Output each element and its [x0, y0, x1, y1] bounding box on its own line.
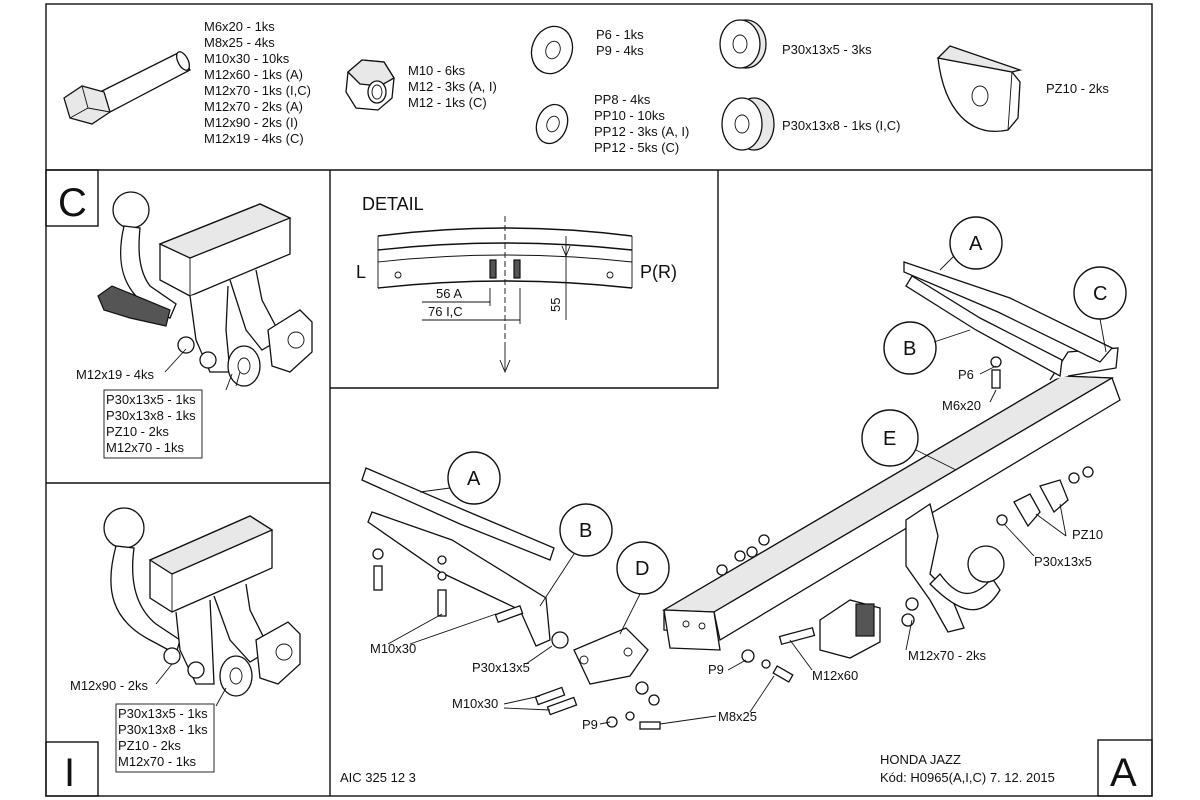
detail-profile-drawing	[377, 216, 633, 374]
spacer-thin-icon	[719, 19, 767, 69]
view-c-leader	[164, 348, 187, 373]
view-c-item: P30x13x5 - 1ks	[106, 392, 196, 407]
detail-dim-b: 76 I,C	[428, 304, 463, 319]
main-assembly-drawing	[361, 261, 1121, 730]
svg-text:M8x25 - 4ks: M8x25 - 4ks	[204, 35, 275, 50]
spacer-thick-icon	[721, 97, 775, 151]
view-i-item: P30x13x8 - 1ks	[118, 722, 208, 737]
detail-right-label: P(R)	[640, 262, 677, 282]
washer-icon	[530, 25, 574, 75]
label-m8x25: M8x25	[718, 709, 757, 724]
callout-b-right: B	[883, 321, 971, 375]
detail-title: DETAIL	[362, 194, 424, 214]
callout-c-right: C	[1073, 266, 1127, 353]
label-m12x70: M12x70 - 2ks	[908, 648, 987, 663]
svg-text:M12 - 1ks (C): M12 - 1ks (C)	[408, 95, 487, 110]
label-m12x60: M12x60	[812, 668, 858, 683]
view-i-leader	[155, 663, 173, 685]
nut-icon	[345, 59, 395, 111]
view-c-parts-box	[103, 389, 203, 459]
detail-frame	[330, 170, 719, 389]
view-c-towbar-drawing	[97, 191, 313, 391]
washer-p-list: P6 - 1ks P9 - 4ks	[596, 27, 644, 58]
svg-text:M12x70 - 1ks (I,C): M12x70 - 1ks (I,C)	[204, 83, 311, 98]
label-p30x13x5-left: P30x13x5	[472, 660, 530, 675]
detail-dim-a: 56 A	[436, 286, 462, 301]
svg-text:M12x60 - 1ks (A): M12x60 - 1ks (A)	[204, 67, 303, 82]
drawing-code-left: AIC 325 12 3	[340, 770, 416, 785]
svg-text:M12x90 - 2ks (I): M12x90 - 2ks (I)	[204, 115, 298, 130]
callout-a-right: A	[939, 216, 1003, 271]
bolt-list: M6x20 - 1ks M8x25 - 4ks M10x30 - 10ks M1…	[204, 19, 311, 146]
view-i-item: M12x70 - 1ks	[118, 754, 197, 769]
callout-d: D	[616, 541, 670, 635]
vehicle-model: HONDA JAZZ	[880, 752, 961, 767]
svg-text:B: B	[903, 338, 916, 360]
view-c-item: M12x70 - 1ks	[106, 440, 185, 455]
label-m10x30-top: M10x30	[370, 641, 416, 656]
view-i-letter: I	[64, 751, 75, 795]
svg-text:B: B	[579, 520, 592, 542]
variant-letter: A	[1110, 751, 1137, 795]
view-i-parts-box	[115, 703, 215, 773]
svg-text:PP12 - 3ks (A, I): PP12 - 3ks (A, I)	[594, 124, 689, 139]
svg-text:M12x70 - 2ks (A): M12x70 - 2ks (A)	[204, 99, 303, 114]
label-p30x13x5-right: P30x13x5	[1034, 554, 1092, 569]
view-i-towbar-drawing	[103, 507, 301, 707]
spacer-thin-label: P30x13x5 - 3ks	[782, 42, 872, 57]
bolt-icon	[63, 51, 191, 125]
svg-text:M6x20 - 1ks: M6x20 - 1ks	[204, 19, 275, 34]
label-m6x20: M6x20	[942, 398, 981, 413]
svg-text:PP12 - 5ks (C): PP12 - 5ks (C)	[594, 140, 679, 155]
view-c-letter: C	[58, 181, 87, 225]
callout-a-left: A	[419, 451, 501, 505]
svg-text:PP8 - 4ks: PP8 - 4ks	[594, 92, 651, 107]
label-p6: P6	[958, 367, 974, 382]
callout-e: E	[861, 409, 957, 471]
view-c-item: PZ10 - 2ks	[106, 424, 169, 439]
svg-text:M10 - 6ks: M10 - 6ks	[408, 63, 466, 78]
spacer-thick-label: P30x13x8 - 1ks (I,C)	[782, 118, 901, 133]
plate-label: PZ10 - 2ks	[1046, 81, 1109, 96]
svg-text:C: C	[1093, 283, 1107, 305]
callout-b-left: B	[539, 503, 613, 607]
svg-text:PP10 - 10ks: PP10 - 10ks	[594, 108, 665, 123]
detail-left-label: L	[356, 262, 366, 282]
view-c-letter-box	[45, 169, 99, 227]
svg-text:M10x30 - 10ks: M10x30 - 10ks	[204, 51, 290, 66]
nut-list: M10 - 6ks M12 - 3ks (A, I) M12 - 1ks (C)	[408, 63, 497, 110]
view-i-letter-box	[45, 741, 99, 797]
drawing-code: Kód: H0965(A,I,C) 7. 12. 2015	[880, 770, 1055, 785]
label-m10x30-bottom: M10x30	[452, 696, 498, 711]
svg-text:E: E	[883, 428, 896, 450]
label-p9-right: P9	[708, 662, 724, 677]
view-c-bolt-label: M12x19 - 4ks	[76, 367, 155, 382]
svg-text:D: D	[635, 558, 649, 580]
variant-letter-box	[1097, 739, 1153, 797]
washer-pp-list: PP8 - 4ks PP10 - 10ks PP12 - 3ks (A, I) …	[594, 92, 689, 155]
svg-text:P9 - 4ks: P9 - 4ks	[596, 43, 644, 58]
svg-text:M12 - 3ks (A, I): M12 - 3ks (A, I)	[408, 79, 497, 94]
svg-text:P6 - 1ks: P6 - 1ks	[596, 27, 644, 42]
reinforcement-plate-icon	[936, 45, 1023, 132]
detail-dim-h: 55	[548, 298, 563, 312]
drawing-border	[45, 3, 1153, 797]
view-i-bolt-label: M12x90 - 2ks	[70, 678, 149, 693]
label-pz10: PZ10	[1072, 527, 1103, 542]
label-p9-bottom: P9	[582, 717, 598, 732]
view-i-item: P30x13x5 - 1ks	[118, 706, 208, 721]
view-i-item: PZ10 - 2ks	[118, 738, 181, 753]
svg-text:M12x19 - 4ks (C): M12x19 - 4ks (C)	[204, 131, 304, 146]
view-c-item: P30x13x8 - 1ks	[106, 408, 196, 423]
svg-text:A: A	[467, 468, 481, 490]
svg-text:A: A	[969, 233, 983, 255]
spring-washer-icon	[535, 103, 569, 145]
